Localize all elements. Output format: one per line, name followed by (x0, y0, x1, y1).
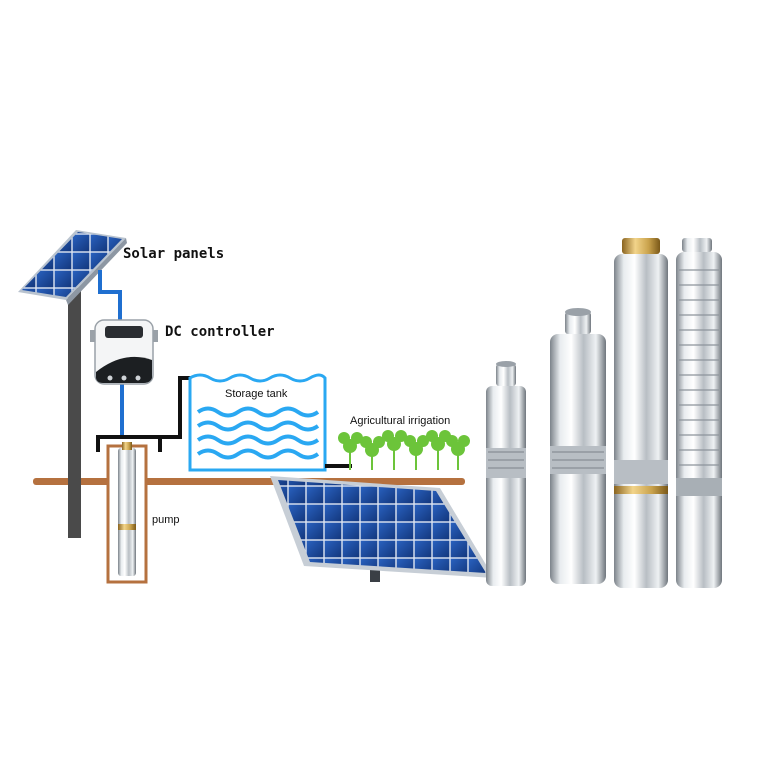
pump-product-4 (676, 238, 722, 588)
solar-panel-icon (22, 232, 122, 297)
irrigation-plants (338, 430, 470, 470)
panel-to-controller-cable (98, 270, 122, 322)
pump-product-3 (614, 238, 668, 588)
label-pump: pump (152, 514, 180, 526)
solar-panel-small (18, 230, 127, 538)
ground-line (33, 478, 465, 485)
panel-pole (68, 288, 81, 538)
label-storage-tank: Storage tank (225, 388, 288, 400)
storage-tank (188, 373, 352, 472)
pump-product-2 (550, 308, 606, 584)
label-solar-panels: Solar panels (123, 246, 224, 262)
solar-array-icon (278, 480, 486, 573)
dc-controller (90, 319, 158, 385)
label-agricultural-irrigation: Agricultural irrigation (350, 415, 450, 427)
wiring (98, 270, 124, 438)
pump-lineup (486, 238, 722, 588)
tank-water-waves (196, 406, 320, 460)
well (96, 435, 162, 584)
well-cap-pipe (96, 435, 162, 452)
label-dc-controller: DC controller (165, 324, 275, 340)
pump-in-well-icon (118, 448, 136, 576)
pump-product-1 (486, 361, 526, 586)
plant-row (338, 430, 470, 470)
solar-array-large (270, 476, 494, 582)
